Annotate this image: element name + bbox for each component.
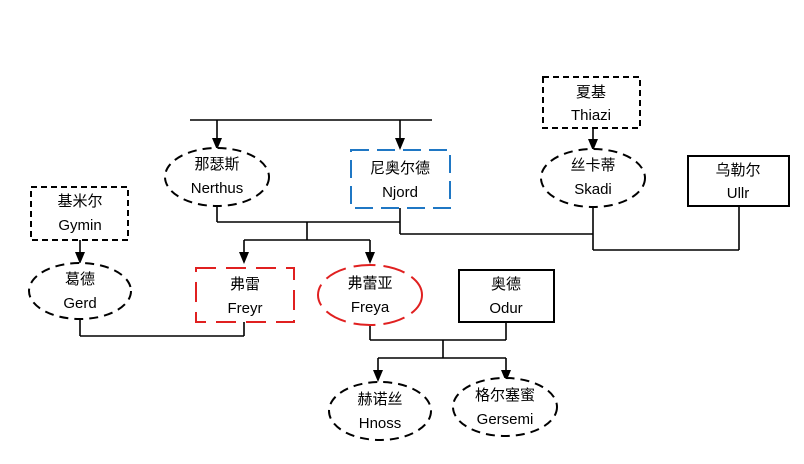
gymin-en-label: Gymin bbox=[58, 217, 101, 234]
arrow-freyr bbox=[239, 252, 249, 264]
skadi-cn-label: 丝卡蒂 bbox=[570, 156, 615, 174]
thiazi-cn-label: 夏基 bbox=[576, 83, 606, 101]
hnoss-cn-label: 赫诺丝 bbox=[357, 390, 402, 408]
thiazi-en-label: Thiazi bbox=[571, 107, 611, 124]
node-gersemi: 格尔塞蜜 Gersemi bbox=[452, 377, 558, 437]
ullr-cn-label: 乌勒尔 bbox=[715, 161, 760, 179]
odur-en-label: Odur bbox=[489, 300, 522, 317]
gymin-shape bbox=[30, 186, 129, 241]
gerd-en-label: Gerd bbox=[63, 295, 96, 312]
thiazi-shape bbox=[542, 76, 641, 129]
gersemi-cn-label: 格尔塞蜜 bbox=[475, 386, 535, 404]
freyr-shape bbox=[195, 267, 295, 323]
arrow-hnoss bbox=[373, 370, 383, 382]
node-thiazi: 夏基 Thiazi bbox=[542, 76, 641, 129]
node-odur: 奥德 Odur bbox=[458, 269, 555, 323]
node-freya: 弗蕾亚 Freya bbox=[317, 264, 423, 326]
node-nerthus: 那瑟斯 Nerthus bbox=[164, 147, 270, 207]
arrow-gerd bbox=[75, 252, 85, 264]
njord-shape bbox=[350, 149, 451, 209]
skadi-shape bbox=[540, 148, 646, 208]
ullr-en-label: Ullr bbox=[727, 185, 750, 202]
njord-cn-label: 尼奥尔德 bbox=[370, 159, 430, 177]
gersemi-en-label: Gersemi bbox=[477, 411, 534, 428]
njord-en-label: Njord bbox=[382, 184, 418, 201]
hnoss-en-label: Hnoss bbox=[359, 415, 402, 432]
node-ullr: 乌勒尔 Ullr bbox=[687, 155, 790, 207]
arrow-freya bbox=[365, 252, 375, 264]
hnoss-shape bbox=[328, 381, 432, 441]
freya-cn-label: 弗蕾亚 bbox=[347, 274, 392, 292]
node-gerd: 葛德 Gerd bbox=[28, 262, 132, 320]
gerd-shape bbox=[28, 262, 132, 320]
connectors bbox=[79, 119, 740, 378]
skadi-en-label: Skadi bbox=[574, 181, 612, 198]
nerthus-cn-label: 那瑟斯 bbox=[194, 155, 239, 173]
gersemi-shape bbox=[452, 377, 558, 437]
node-hnoss: 赫诺丝 Hnoss bbox=[328, 381, 432, 441]
ullr-shape bbox=[687, 155, 790, 207]
node-njord: 尼奥尔德 Njord bbox=[350, 149, 451, 209]
arrow-njord bbox=[395, 138, 405, 150]
arrow-gersemi bbox=[501, 370, 511, 382]
nerthus-shape bbox=[164, 147, 270, 207]
freyr-cn-label: 弗雷 bbox=[230, 275, 260, 293]
arrowheads bbox=[75, 138, 598, 382]
gymin-cn-label: 基米尔 bbox=[57, 192, 102, 210]
arrow-skadi bbox=[588, 139, 598, 151]
freya-shape bbox=[317, 264, 423, 326]
nerthus-en-label: Nerthus bbox=[191, 180, 244, 197]
odur-cn-label: 奥德 bbox=[491, 275, 521, 293]
odur-shape bbox=[458, 269, 555, 323]
freya-en-label: Freya bbox=[351, 299, 390, 316]
node-skadi: 丝卡蒂 Skadi bbox=[540, 148, 646, 208]
gerd-cn-label: 葛德 bbox=[65, 270, 95, 288]
node-freyr: 弗雷 Freyr bbox=[195, 267, 295, 323]
node-gymin: 基米尔 Gymin bbox=[30, 186, 129, 241]
freyr-en-label: Freyr bbox=[228, 300, 263, 317]
arrow-nerthus bbox=[212, 138, 222, 150]
